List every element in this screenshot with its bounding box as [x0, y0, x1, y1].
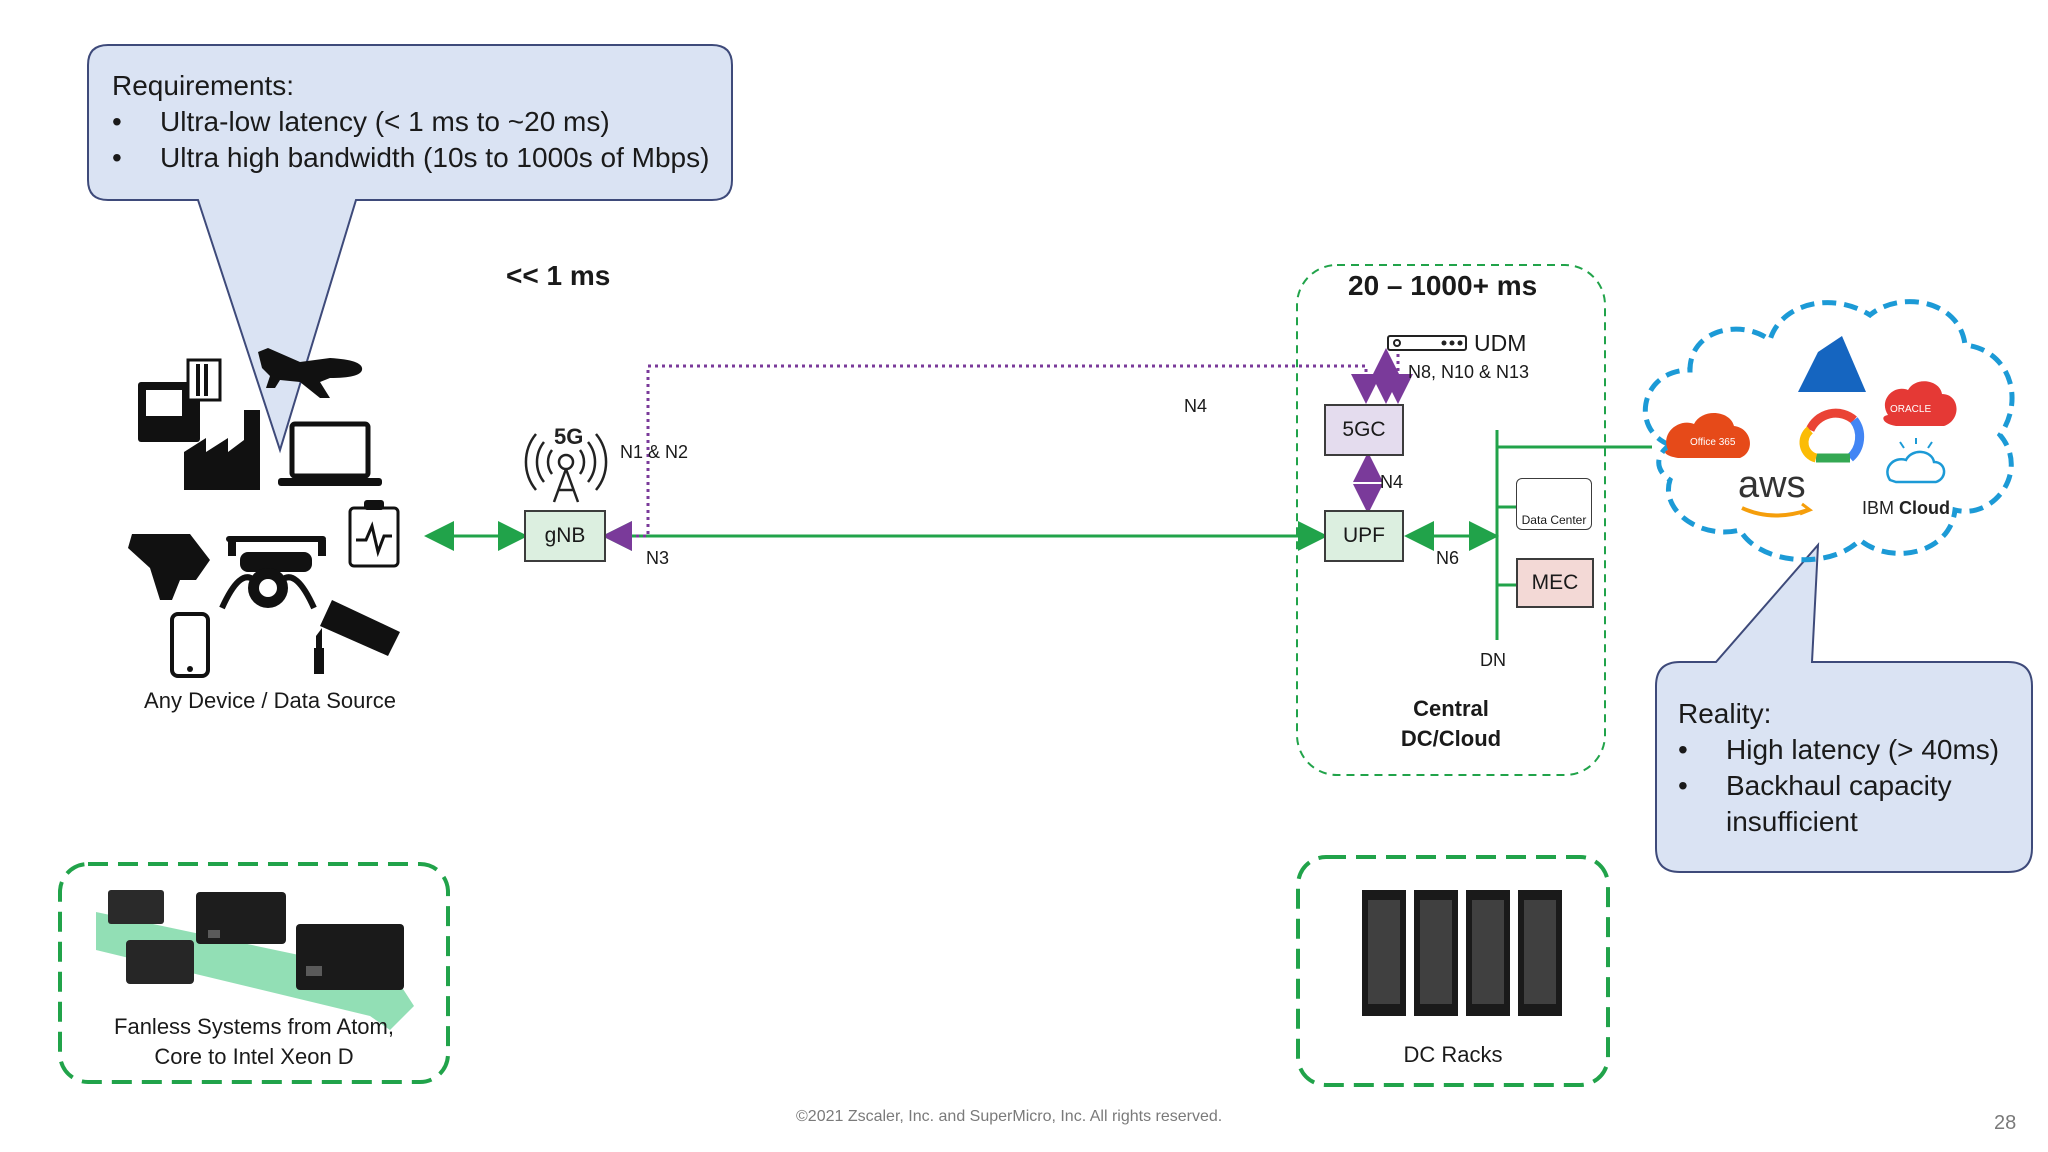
fivegc-node[interactable]: 5GC — [1324, 404, 1404, 456]
oracle-label: ORACLE — [1890, 404, 1932, 415]
tower-5g-icon — [524, 433, 608, 503]
mec-node[interactable]: MEC — [1516, 558, 1594, 608]
n4-top-label: N4 — [1184, 396, 1208, 416]
oracle-logo-icon — [1883, 381, 1957, 426]
smartphone-icon — [170, 612, 210, 678]
aws-label: aws — [1738, 464, 1806, 506]
udm-label: UDM — [1474, 330, 1527, 356]
laptop-icon — [278, 421, 382, 486]
dc-racks-frame — [1296, 855, 1610, 1087]
azure-logo-icon — [1798, 336, 1866, 392]
pos-terminal-icon — [138, 358, 222, 442]
data-center-node[interactable]: Data Center — [1516, 478, 1592, 530]
requirements-bullet-2: •Ultra high bandwidth (10s to 1000s of M… — [112, 142, 710, 173]
health-clipboard-icon — [348, 500, 400, 568]
google-cloud-logo-icon — [1799, 408, 1865, 463]
devices-icon-group — [128, 348, 400, 678]
dn-label: DN — [1480, 650, 1506, 670]
airplane-icon — [258, 348, 363, 398]
n3-label: N3 — [646, 548, 670, 568]
data-center-label: Data Center — [1521, 513, 1587, 527]
tower-5g-badge: 5G — [554, 424, 584, 449]
office365-logo-icon — [1665, 412, 1751, 458]
reality-heading: Reality: — [1678, 698, 1772, 729]
copyright-footer: ©2021 Zscaler, Inc. and SuperMicro, Inc.… — [796, 1108, 1223, 1125]
cloud-outline — [1642, 299, 2015, 563]
factory-icon — [184, 410, 260, 490]
drone-icon — [219, 536, 326, 610]
fanless-caption: Fanless Systems from Atom, Core to Intel… — [114, 1014, 394, 1069]
requirements-callout — [87, 44, 733, 454]
office365-label: Office 365 — [1690, 437, 1736, 448]
requirements-bullet-1: •Ultra-low latency (< 1 ms to ~20 ms) — [112, 106, 610, 137]
n6-label: N6 — [1436, 548, 1460, 568]
requirements-heading: Requirements: — [112, 70, 295, 101]
fanless-systems-image — [96, 890, 414, 1030]
requirements-text: Requirements: •Ultra-low latency (< 1 ms… — [112, 68, 722, 176]
gnb-node[interactable]: gNB — [524, 510, 606, 562]
upf-node[interactable]: UPF — [1324, 510, 1404, 562]
n4-mid-label: N4 — [1380, 472, 1404, 492]
reality-bullet-1: •High latency (> 40ms) — [1678, 734, 2000, 765]
reality-text: Reality: •High latency (> 40ms) •Backhau… — [1678, 696, 2018, 840]
page-number: 28 — [1994, 1112, 2017, 1134]
ibm-cloud-label: IBM Cloud — [1862, 498, 1951, 518]
edge-latency-label: << 1 ms — [506, 260, 611, 291]
devices-caption: Any Device / Data Source — [144, 688, 396, 713]
udm-server-icon — [1387, 335, 1467, 351]
scanner-icon — [128, 534, 210, 600]
reality-bullet-2: •Backhaul capacity insufficient — [1678, 770, 1952, 837]
fanless-frame — [58, 862, 450, 1084]
security-camera-icon — [314, 600, 400, 674]
n8n10n13-label: N8, N10 & N13 — [1408, 362, 1530, 382]
reality-callout — [1655, 542, 2033, 873]
n1n2-link — [602, 364, 1381, 551]
ibm-cloud-icon — [1886, 438, 1946, 484]
central-latency-label: 20 – 1000+ ms — [1348, 270, 1538, 301]
dc-racks-image — [1362, 890, 1562, 1016]
aws-smile-icon — [1741, 502, 1814, 518]
dc-racks-caption: DC Racks — [1403, 1042, 1503, 1067]
n1n2-label: N1 & N2 — [620, 442, 689, 462]
central-dc-caption: Central DC/Cloud — [1400, 696, 1502, 751]
